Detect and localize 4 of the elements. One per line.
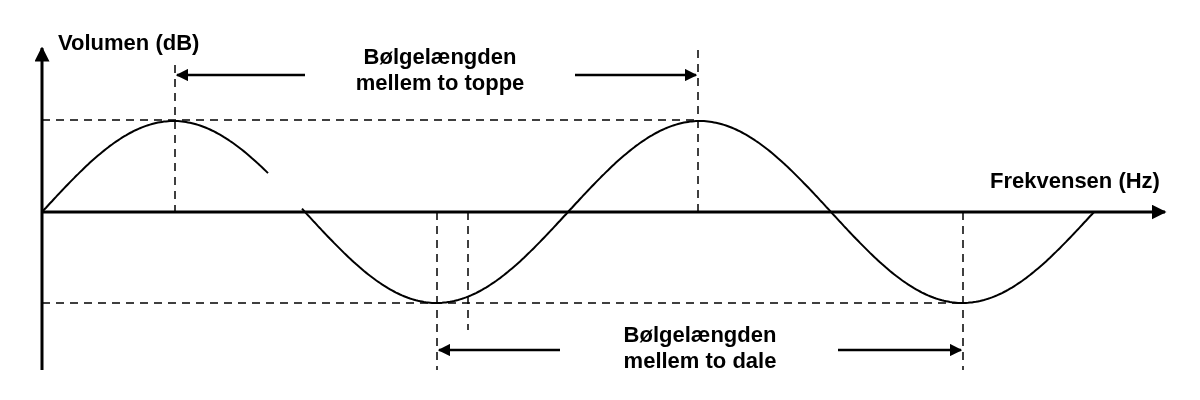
dimension-label: Bølgelængden mellem to dale	[622, 322, 778, 374]
dimension-label: Bølgelængden mellem to toppe	[354, 44, 526, 96]
axis-label: Volumen (dB)	[58, 30, 200, 56]
axis-label: Frekvensen (Hz)	[990, 168, 1160, 194]
